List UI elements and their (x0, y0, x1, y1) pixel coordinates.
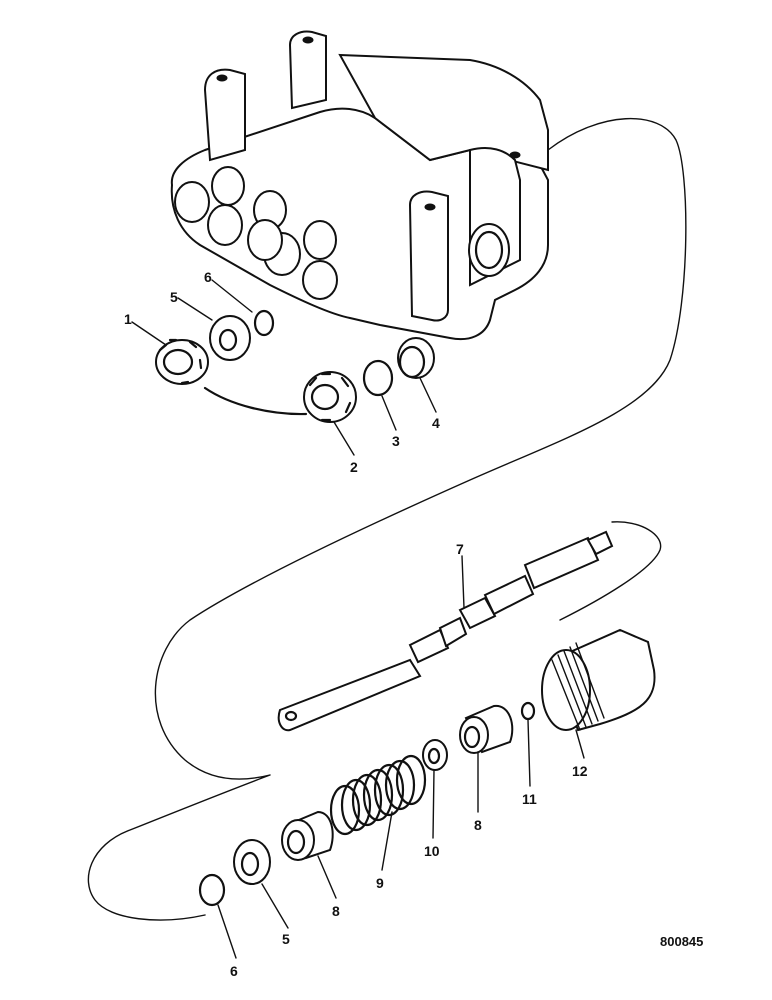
drawing-reference-number: 800845 (660, 934, 703, 949)
part-11-circlip (520, 701, 536, 721)
assembly-boundary-outline (87, 117, 687, 921)
callout-6-top: 6 (204, 269, 212, 285)
callout-8-upper: 8 (474, 817, 482, 833)
callout-12: 12 (572, 763, 588, 779)
part-2-castellated-nut (303, 371, 357, 423)
part-5-washer-bottom (233, 839, 271, 885)
part-3-seal (362, 359, 394, 397)
part-10-washer (422, 739, 448, 771)
part-1-castellated-nut (155, 338, 209, 385)
part-6-o-ring-top (253, 309, 275, 337)
callout-labels: 1 2 3 4 5 6 7 8 8 9 10 11 12 5 6 (124, 269, 588, 979)
part-7-spool (277, 530, 614, 732)
part-6-o-ring-bottom (198, 873, 226, 907)
valve-body (170, 30, 549, 340)
callout-8-lower: 8 (332, 903, 340, 919)
callout-5-top: 5 (170, 289, 178, 305)
callout-7: 7 (456, 541, 464, 557)
callout-1: 1 (124, 311, 132, 327)
callout-11: 11 (522, 791, 537, 807)
part-8-spring-seat-lower (281, 810, 334, 861)
callout-3: 3 (392, 433, 400, 449)
callout-6-bottom: 6 (230, 963, 238, 979)
callout-2: 2 (350, 459, 358, 475)
callout-10: 10 (424, 843, 440, 859)
spool-group-outline (559, 521, 662, 621)
callout-5-bottom: 5 (282, 931, 290, 947)
part-5-washer-top (209, 315, 251, 361)
part-8-spring-seat-upper (459, 704, 514, 754)
connector-line-1-to-2 (203, 386, 308, 416)
callout-4: 4 (432, 415, 440, 431)
callout-9: 9 (376, 875, 384, 891)
part-9-spring (329, 754, 427, 836)
part-12-cap (541, 628, 656, 732)
leader-lines (131, 279, 585, 959)
part-4-bush (397, 337, 435, 379)
